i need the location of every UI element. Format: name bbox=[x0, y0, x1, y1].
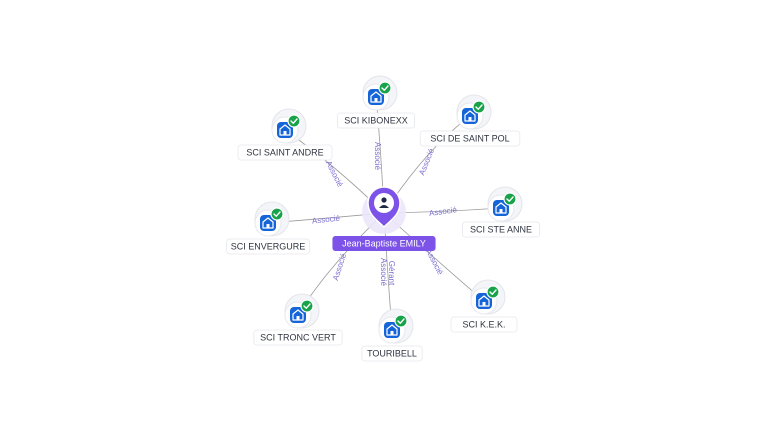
node-label-box[interactable]: SCI SAINT ANDRE bbox=[237, 144, 333, 161]
company-node-sci-tronc-vert[interactable]: SCI TRONC VERT bbox=[253, 293, 343, 346]
check-badge-icon bbox=[287, 114, 301, 128]
node-label-bg bbox=[419, 130, 521, 147]
node-label: SCI TRONC VERT bbox=[260, 332, 336, 342]
check-badge-icon bbox=[486, 285, 500, 299]
check-badge-icon bbox=[300, 299, 314, 313]
node-label-box[interactable]: SCI STE ANNE bbox=[461, 221, 540, 238]
node-label: TOURIBELL bbox=[367, 348, 417, 358]
company-node-sci-de-saint-pol[interactable]: SCI DE SAINT POL bbox=[419, 94, 521, 147]
node-label-bg bbox=[237, 144, 333, 161]
node-label: SCI K.E.K. bbox=[462, 319, 505, 329]
person-icon bbox=[379, 197, 389, 208]
company-node-touribell[interactable]: TOURIBELL bbox=[361, 308, 423, 362]
node-label-bg bbox=[461, 221, 540, 238]
nodes-layer: SCI KIBONEXX SCI DE SAINT POL SCI STE ANNE… bbox=[226, 75, 540, 362]
node-label-box[interactable]: TOURIBELL bbox=[361, 345, 423, 362]
node-label-bg bbox=[253, 329, 343, 346]
building-icon bbox=[476, 293, 492, 309]
building-icon bbox=[260, 215, 276, 231]
node-label-box[interactable]: SCI KIBONEXX bbox=[336, 112, 415, 129]
building-icon bbox=[493, 200, 509, 216]
center-name: Jean-Baptiste EMILY bbox=[342, 238, 426, 248]
node-label: SCI SAINT ANDRE bbox=[246, 147, 323, 157]
company-node-sci-saint-andre[interactable]: SCI SAINT ANDRE bbox=[237, 108, 333, 161]
node-label: SCI KIBONEXX bbox=[344, 115, 408, 125]
check-badge-icon bbox=[394, 314, 408, 328]
node-label-box[interactable]: SCI TRONC VERT bbox=[253, 329, 343, 346]
node-label-bg bbox=[450, 316, 518, 333]
building-icon bbox=[290, 307, 306, 323]
node-label-bg bbox=[361, 345, 423, 362]
center-inner bbox=[374, 193, 394, 213]
check-badge-icon bbox=[503, 192, 517, 206]
node-label-bg bbox=[336, 112, 415, 129]
edge-label: Associé bbox=[379, 258, 388, 287]
company-node-sci-kibonexx[interactable]: SCI KIBONEXX bbox=[336, 75, 415, 129]
center-node[interactable]: Jean-Baptiste EMILY bbox=[332, 186, 436, 251]
building-icon bbox=[277, 122, 293, 138]
node-label-bg bbox=[226, 238, 310, 255]
edge-label: Gérant bbox=[387, 261, 396, 286]
node-label: SCI DE SAINT POL bbox=[430, 133, 509, 143]
edge-label: Associé bbox=[417, 147, 436, 177]
building-icon bbox=[462, 108, 478, 124]
edge-label: Associé bbox=[424, 247, 445, 276]
check-badge-icon bbox=[270, 207, 284, 221]
edge-label: Associé bbox=[373, 142, 382, 171]
building-icon bbox=[384, 322, 400, 338]
company-node-sci-ste-anne[interactable]: SCI STE ANNE bbox=[461, 186, 540, 238]
check-badge-icon bbox=[472, 100, 486, 114]
edge-label: Associé bbox=[428, 205, 458, 218]
node-label: SCI ENVERGURE bbox=[231, 241, 306, 251]
company-node-sci-kek[interactable]: SCI K.E.K. bbox=[450, 279, 518, 333]
center-label-bg bbox=[332, 236, 436, 251]
node-label-box[interactable]: SCI ENVERGURE bbox=[226, 238, 310, 255]
check-badge-icon bbox=[378, 81, 392, 95]
company-node-sci-envergure[interactable]: SCI ENVERGURE bbox=[226, 201, 310, 255]
node-label-box[interactable]: SCI K.E.K. bbox=[450, 316, 518, 333]
node-label: SCI STE ANNE bbox=[470, 224, 532, 234]
node-label-box[interactable]: SCI DE SAINT POL bbox=[419, 130, 521, 147]
edge-label: Associé bbox=[312, 214, 341, 226]
building-icon bbox=[368, 89, 384, 105]
